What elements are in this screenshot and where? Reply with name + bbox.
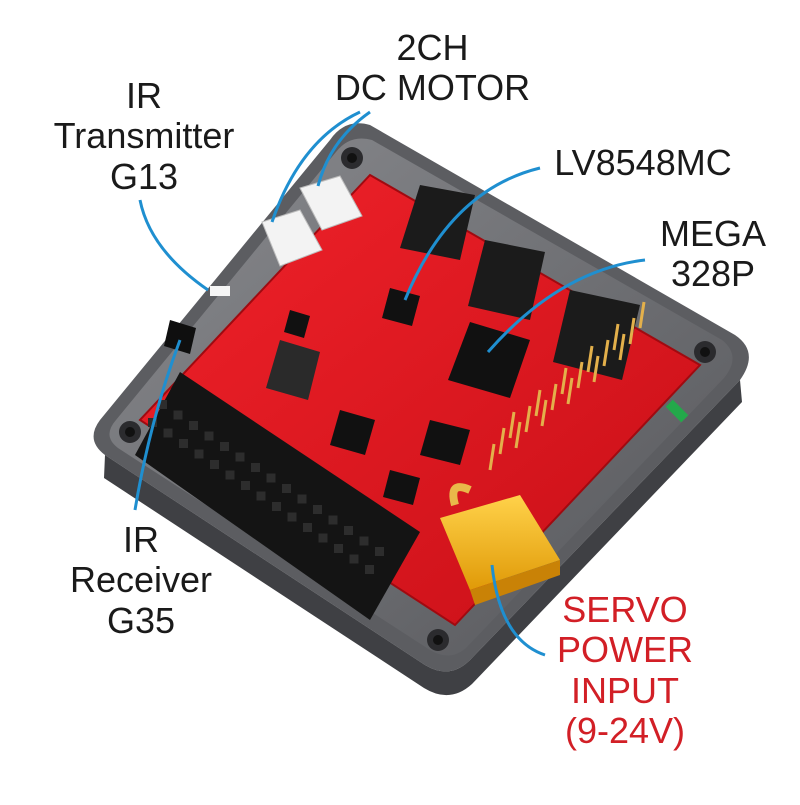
header-hole: [344, 526, 353, 535]
label-text: G13: [109, 155, 179, 197]
arrow-mega-328p: [486, 258, 646, 353]
header-hole: [173, 410, 183, 420]
arrow-dc-motor-1: [270, 110, 361, 223]
gold-pin: [508, 411, 516, 439]
gold-pin: [612, 323, 620, 351]
header-hole: [241, 481, 250, 490]
header-hole: [179, 439, 188, 448]
chips: [266, 288, 530, 505]
arrow-servo-power: [490, 564, 546, 657]
gold-pin: [534, 389, 542, 417]
header-hole: [359, 536, 369, 546]
arrow-lv8548mc: [403, 166, 541, 301]
gold-pin: [524, 405, 532, 433]
gold-pin: [566, 377, 574, 405]
gold-pin: [488, 443, 496, 471]
header-hole: [225, 470, 235, 480]
arrow-ir-receiver: [133, 339, 182, 511]
gold-pin: [514, 421, 522, 449]
label-mega-328p: MEGA 328P: [648, 213, 778, 295]
header-hole: [256, 491, 266, 501]
header-hole: [204, 431, 214, 441]
header-hole: [220, 442, 229, 451]
gold-pin: [550, 383, 558, 411]
header-hole: [272, 502, 281, 511]
label-text: SERVO: [562, 589, 688, 630]
gold-pin: [628, 317, 636, 345]
label-text: Transmitter: [53, 115, 235, 157]
callout-arrows: [133, 110, 646, 657]
label-text: POWER: [556, 629, 693, 671]
header-hole: [282, 484, 291, 493]
header-hole: [235, 452, 245, 462]
xt30-connector: [440, 483, 560, 605]
gold-pin: [586, 345, 594, 373]
header-hole: [297, 494, 307, 504]
header-hole: [287, 512, 297, 522]
label-text: LV8548MC: [554, 142, 732, 183]
label-text: 328P: [670, 253, 756, 295]
label-ir-receiver: IR Receiver G35: [52, 519, 230, 641]
label-text: IR: [123, 519, 159, 560]
gold-pin: [638, 301, 646, 329]
header-hole: [375, 547, 384, 556]
gold-pin: [540, 399, 548, 427]
arrow-ir-transmitter: [138, 199, 209, 292]
header-hole: [349, 554, 359, 564]
label-text: IR: [126, 75, 162, 116]
header-hole: [163, 428, 173, 438]
gold-pin: [498, 427, 506, 455]
header-hole: [318, 533, 328, 543]
header-hole: [189, 421, 198, 430]
header-hole: [266, 473, 276, 483]
dc-motor-connectors: [261, 175, 363, 267]
label-text: DC MOTOR: [334, 67, 531, 109]
label-text: (9-24V): [564, 709, 686, 751]
header-hole: [313, 505, 322, 514]
header-hole: [210, 460, 219, 469]
header-hole: [251, 463, 260, 472]
header-hole: [158, 400, 167, 409]
label-text: 2CH: [396, 27, 469, 68]
label-dc-motor: 2CH DC MOTOR: [330, 27, 535, 109]
gold-pin: [618, 333, 626, 361]
servo-connectors: [400, 185, 640, 380]
label-servo-power-input: SERVO POWER INPUT (9-24V): [540, 589, 710, 751]
arrow-dc-motor-2: [316, 110, 371, 187]
pin-header-block: [135, 372, 420, 620]
label-text: INPUT: [571, 669, 679, 711]
gold-pin: [592, 355, 600, 383]
gold-pin: [560, 367, 568, 395]
label-ir-transmitter: IR Transmitter G13: [38, 75, 250, 197]
gold-pin-headers: [488, 301, 646, 471]
label-lv8548mc: LV8548MC: [543, 142, 743, 183]
header-hole: [365, 565, 374, 574]
header-hole: [194, 449, 204, 459]
header-hole: [328, 515, 338, 525]
gold-pin: [576, 361, 584, 389]
ir-transmitter-component: [164, 286, 230, 354]
label-text: G35: [106, 599, 176, 641]
header-hole: [334, 544, 343, 553]
label-text: MEGA: [659, 213, 766, 254]
header-hole: [303, 523, 312, 532]
label-text: Receiver: [69, 559, 213, 601]
gold-pin: [602, 339, 610, 367]
